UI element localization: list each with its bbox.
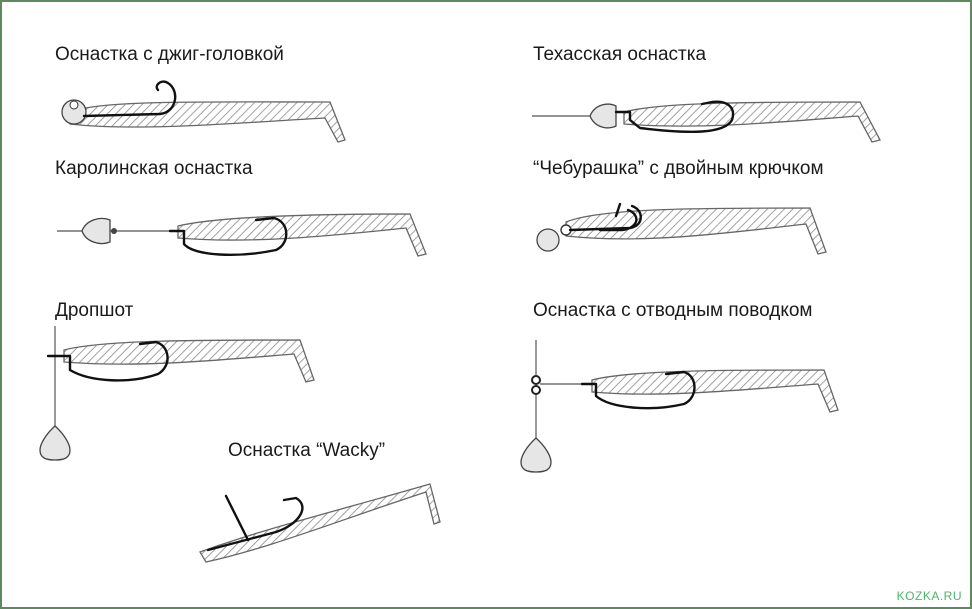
drop-sinker-icon [520, 437, 552, 473]
side-leader-rig [520, 340, 839, 473]
label-jig-head: Оснастка с джиг-головкой [55, 44, 284, 65]
label-texas: Техасская оснастка [533, 44, 707, 65]
label-cheburashka: “Чебурашка” с двойным крючком [533, 158, 824, 179]
cheburashka-rig [536, 202, 827, 255]
hook-icon [46, 340, 169, 382]
bullet-sinker-icon [589, 103, 617, 129]
bullet-sinker-icon [81, 217, 111, 245]
lure-body [623, 101, 881, 143]
label-dropshot: Дропшот [55, 300, 134, 321]
jig-head-icon [61, 99, 87, 125]
watermark: KOZKA.RU [896, 589, 962, 603]
lure-body [177, 213, 427, 257]
hook-icon [82, 80, 177, 118]
texas-rig [532, 100, 881, 143]
cheburashka-sinker-icon [536, 228, 560, 252]
lure-body [565, 207, 827, 255]
hook-icon [168, 216, 288, 256]
dropshot-rig [39, 326, 315, 461]
hook-icon [206, 494, 304, 552]
double-hook-icon [568, 202, 642, 232]
lure-body [69, 101, 346, 143]
carolina-rig [57, 213, 427, 257]
label-wacky: Оснастка “Wacky” [228, 440, 386, 461]
hook-icon [614, 100, 735, 133]
jig-head-rig [61, 80, 346, 143]
label-side-leader: Оснастка с отводным поводком [533, 300, 813, 321]
drop-sinker-icon [39, 425, 71, 461]
label-carolina: Каролинская оснастка [55, 158, 253, 179]
lure-body [63, 339, 315, 383]
wacky-rig [199, 483, 441, 563]
lure-body [591, 369, 839, 413]
hook-icon [580, 370, 696, 410]
lure-body [199, 483, 441, 563]
